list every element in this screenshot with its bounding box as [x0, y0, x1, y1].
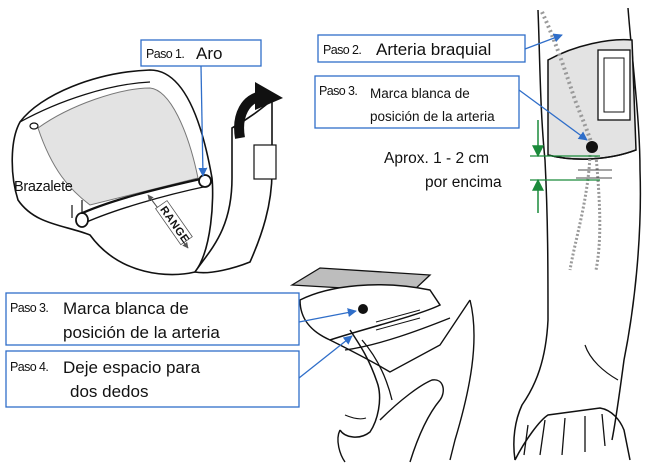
wrist-illustration	[289, 267, 475, 463]
step3-wrist-callout	[5, 292, 300, 346]
fingers	[339, 329, 381, 438]
step1-leader	[198, 65, 208, 177]
artery-mark-dot-arm	[586, 141, 598, 153]
artery-mark-dot-wrist	[358, 304, 368, 314]
step4-leader	[298, 335, 353, 379]
step3-arm-leader	[518, 89, 588, 141]
step3-arm-number: Paso 3.	[319, 84, 357, 98]
step4-line1: Deje espacio para	[63, 358, 201, 377]
step3-arm-callout	[314, 75, 520, 129]
step1-text: Aro	[196, 44, 222, 63]
brachial-artery-line	[568, 154, 592, 271]
wrist-cuff	[299, 284, 442, 341]
step1-callout	[140, 39, 262, 67]
step3-wrist-number: Paso 3.	[10, 301, 48, 315]
arm-illustration	[513, 7, 642, 461]
step4-line2: dos dedos	[70, 382, 148, 401]
distance-line1: Aprox. 1 - 2 cm	[384, 150, 489, 167]
cuff-tube-hole	[29, 122, 39, 130]
cuff-label: Brazalete	[14, 179, 73, 195]
step4-number: Paso 4.	[10, 360, 48, 374]
velcro-patch	[253, 144, 277, 180]
step4-callout	[5, 350, 300, 408]
step2-text: Arteria braquial	[376, 40, 491, 59]
step3-wrist-line1: Marca blanca de	[63, 299, 189, 318]
distance-line2: por encima	[425, 174, 502, 191]
step2-leader	[524, 33, 563, 50]
step3-wrist-line2: posición de la arteria	[63, 323, 220, 342]
step3-wrist-leader	[298, 308, 357, 323]
step1-number: Paso 1.	[146, 47, 184, 61]
cuff-illustration: RANGE	[11, 69, 283, 276]
step2-number: Paso 2.	[323, 43, 361, 57]
d-ring	[77, 176, 206, 216]
step3-arm-line1: Marca blanca de	[370, 86, 470, 101]
step3-arm-line2: posición de la arteria	[370, 109, 495, 124]
cuff-inner-panel	[37, 87, 199, 206]
